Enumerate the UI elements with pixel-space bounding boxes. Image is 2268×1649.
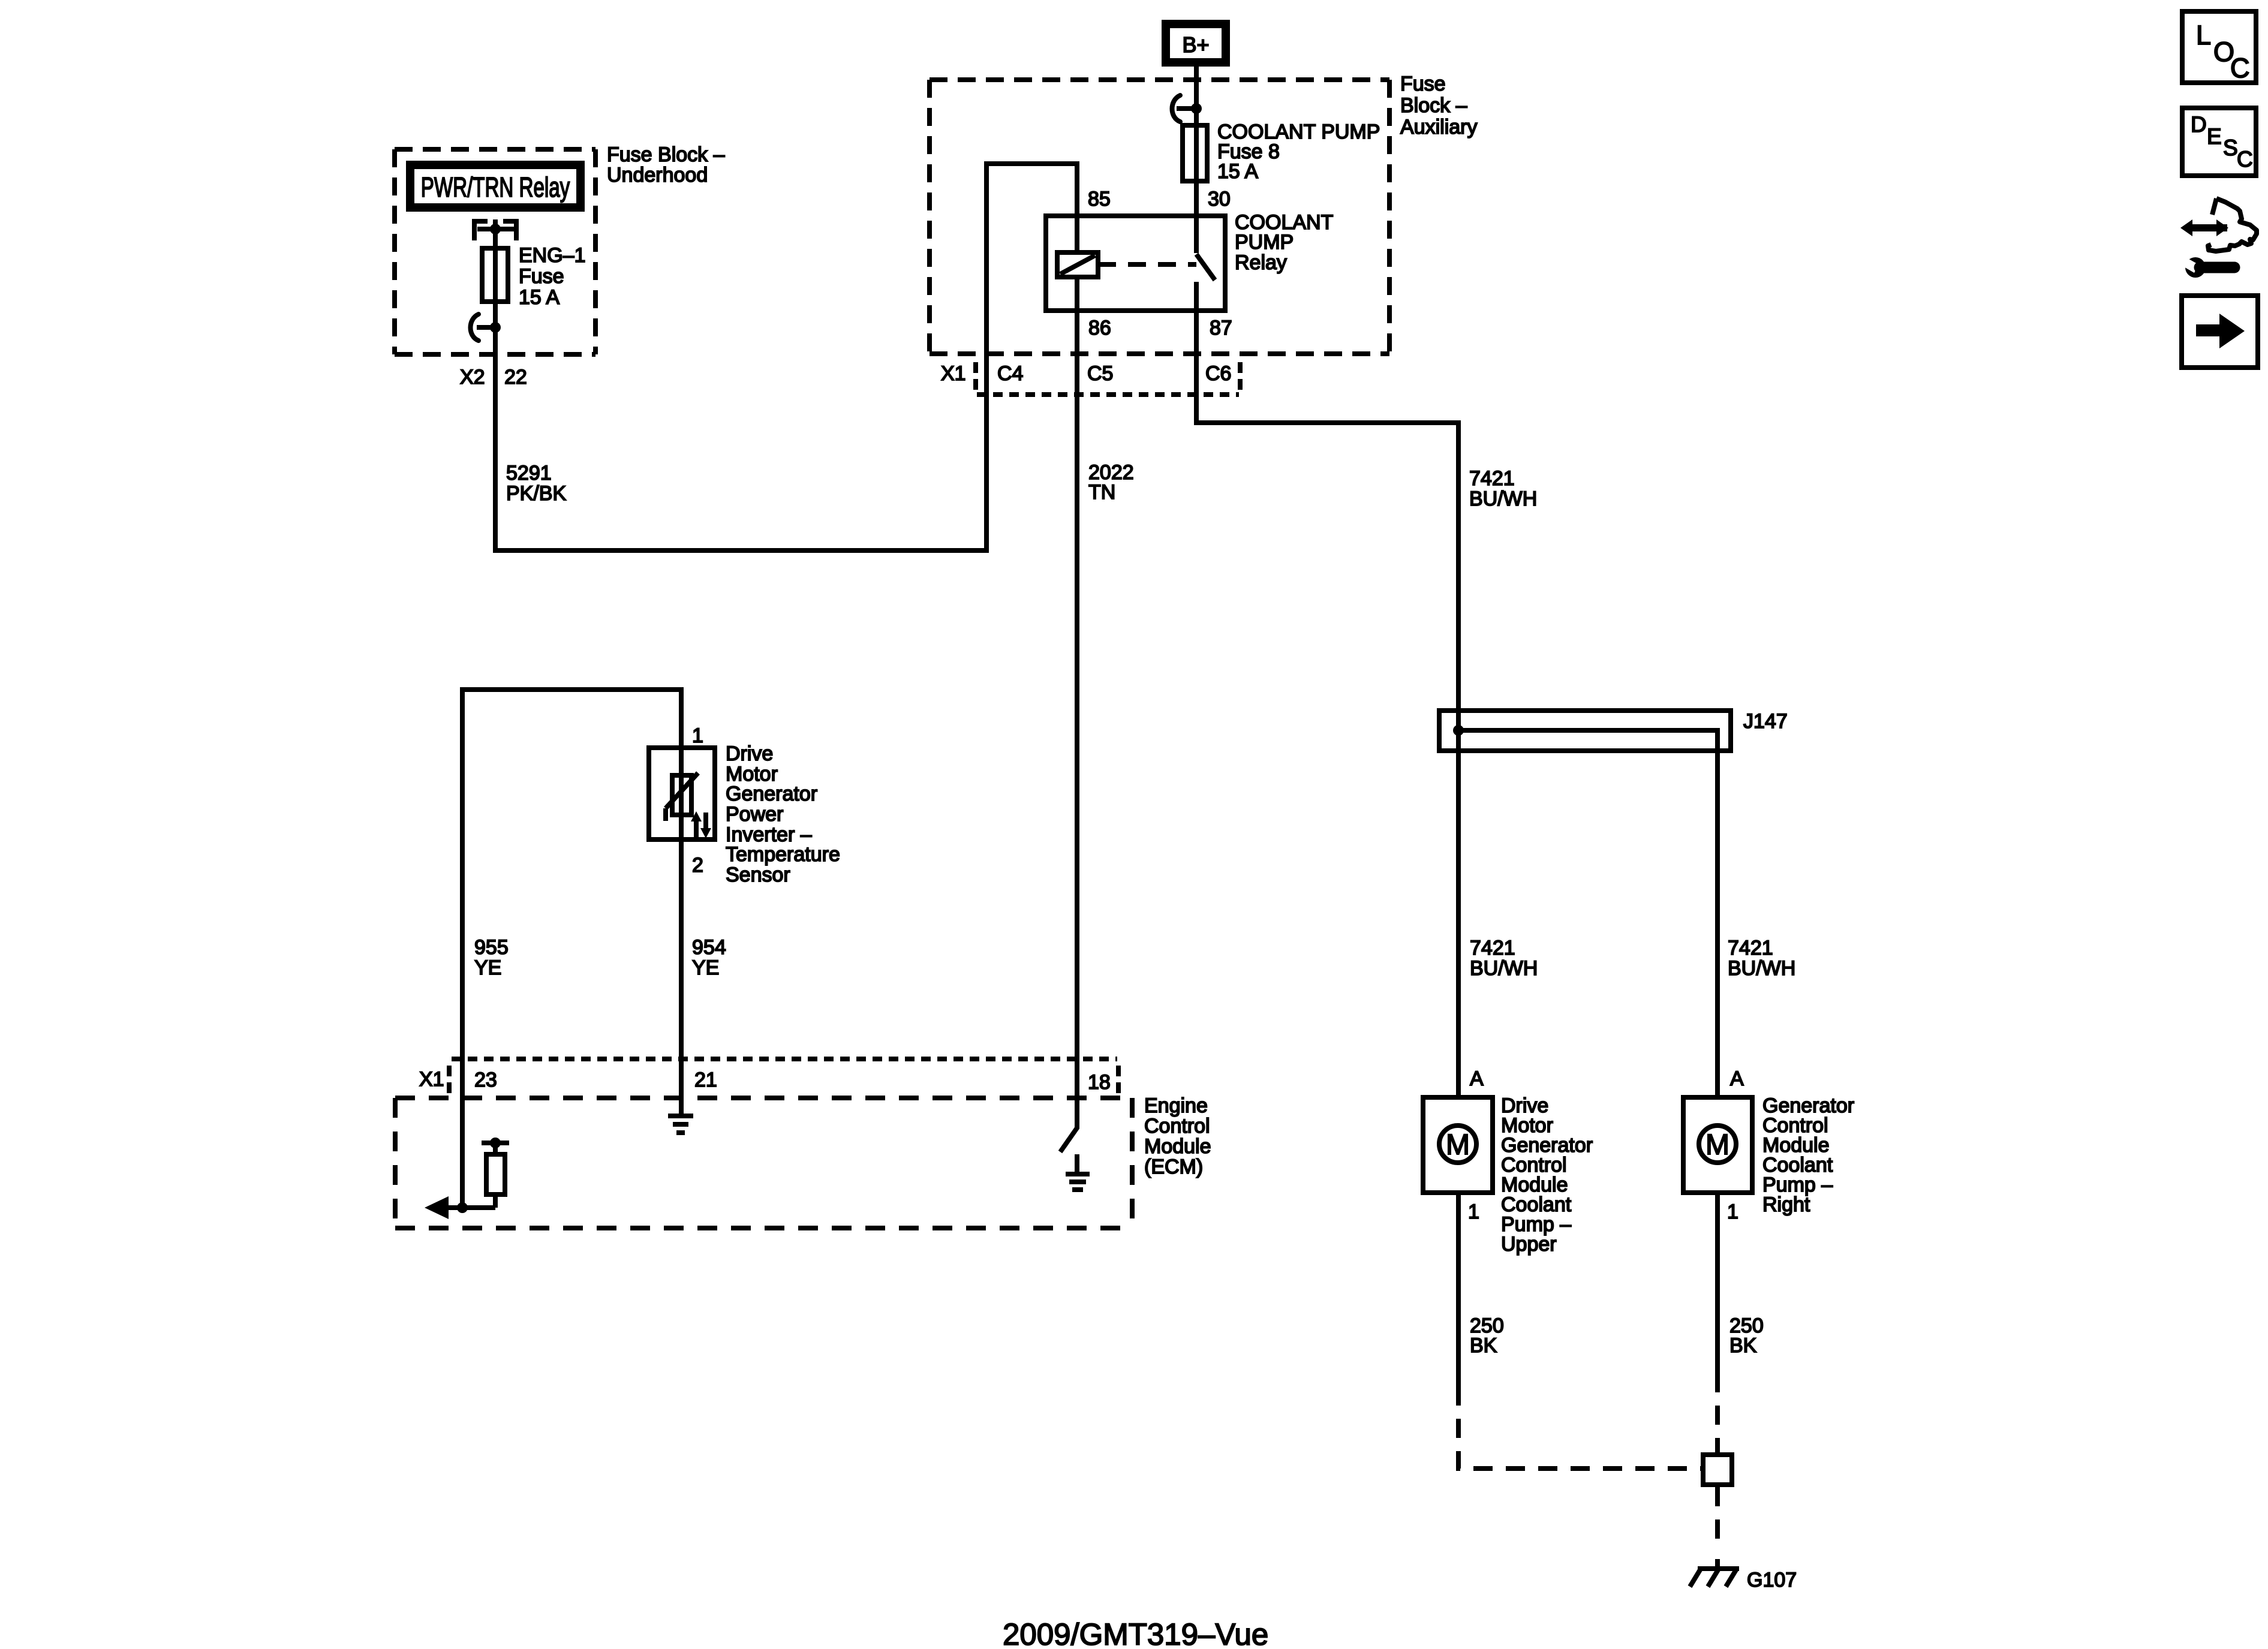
svg-text:BU/WH: BU/WH: [1469, 488, 1537, 510]
svg-text:1: 1: [692, 724, 703, 747]
svg-text:86: 86: [1088, 317, 1111, 339]
svg-text:Generator: Generator: [1762, 1094, 1854, 1117]
svg-text:ENG–1: ENG–1: [519, 244, 586, 267]
svg-text:Right: Right: [1762, 1193, 1810, 1216]
svg-text:21: 21: [694, 1069, 717, 1091]
svg-text:C: C: [2237, 147, 2253, 171]
svg-text:BK: BK: [1729, 1334, 1757, 1357]
svg-text:PWR/TRN Relay: PWR/TRN Relay: [421, 173, 570, 203]
svg-text:PUMP: PUMP: [1235, 231, 1294, 254]
svg-text:250: 250: [1470, 1314, 1504, 1337]
svg-text:Inverter –: Inverter –: [726, 823, 812, 846]
svg-text:E: E: [2207, 124, 2222, 149]
svg-text:Motor: Motor: [1501, 1114, 1553, 1137]
svg-text:Fuse: Fuse: [519, 265, 564, 288]
svg-text:Fuse: Fuse: [1400, 73, 1446, 95]
svg-text:Module: Module: [1144, 1135, 1211, 1158]
svg-text:M: M: [1705, 1129, 1729, 1161]
svg-text:Temperature: Temperature: [726, 843, 840, 866]
svg-text:L: L: [2196, 20, 2211, 50]
svg-text:7421: 7421: [1469, 467, 1515, 490]
svg-text:22: 22: [504, 366, 527, 389]
svg-text:Engine: Engine: [1144, 1094, 1208, 1117]
svg-text:Generator: Generator: [1501, 1134, 1593, 1157]
svg-text:250: 250: [1729, 1314, 1764, 1337]
svg-text:Module: Module: [1501, 1173, 1568, 1196]
svg-text:955: 955: [474, 936, 509, 959]
svg-text:Coolant: Coolant: [1762, 1154, 1833, 1176]
svg-text:B+: B+: [1182, 32, 1209, 57]
svg-text:Fuse 8: Fuse 8: [1217, 140, 1280, 163]
svg-text:30: 30: [1208, 188, 1231, 210]
svg-text:X1: X1: [419, 1068, 444, 1091]
svg-text:Pump –: Pump –: [1501, 1213, 1571, 1236]
svg-text:C5: C5: [1087, 362, 1113, 385]
svg-text:YE: YE: [692, 956, 719, 979]
svg-text:Underhood: Underhood: [607, 164, 708, 186]
svg-text:7421: 7421: [1728, 937, 1773, 959]
svg-text:TN: TN: [1088, 481, 1115, 504]
svg-text:BU/WH: BU/WH: [1470, 957, 1538, 980]
svg-text:X2: X2: [460, 366, 485, 389]
svg-text:X1: X1: [941, 362, 966, 385]
svg-text:85: 85: [1088, 188, 1111, 210]
svg-text:Control: Control: [1501, 1154, 1567, 1176]
svg-text:A: A: [1470, 1067, 1484, 1090]
svg-text:Auxiliary: Auxiliary: [1400, 116, 1477, 139]
svg-text:Drive: Drive: [1501, 1094, 1548, 1117]
svg-text:1: 1: [1468, 1200, 1479, 1223]
svg-text:Motor: Motor: [726, 763, 778, 786]
svg-text:Upper: Upper: [1501, 1233, 1557, 1256]
svg-text:D: D: [2191, 112, 2207, 137]
svg-text:Power: Power: [726, 803, 783, 826]
svg-text:Drive: Drive: [726, 742, 773, 765]
svg-text:(ECM): (ECM): [1144, 1155, 1203, 1178]
svg-text:M: M: [1446, 1129, 1470, 1161]
svg-text:2022: 2022: [1088, 461, 1134, 484]
svg-text:18: 18: [1088, 1071, 1111, 1094]
svg-text:2: 2: [692, 854, 703, 877]
svg-text:YE: YE: [474, 956, 501, 979]
svg-text:Coolant: Coolant: [1501, 1193, 1572, 1216]
svg-text:2009/GMT319–Vue: 2009/GMT319–Vue: [1003, 1617, 1268, 1649]
svg-text:COOLANT: COOLANT: [1235, 211, 1333, 234]
svg-text:C6: C6: [1205, 362, 1231, 385]
svg-text:23: 23: [474, 1069, 497, 1091]
svg-text:Control: Control: [1144, 1115, 1210, 1138]
svg-text:Module: Module: [1762, 1134, 1830, 1157]
svg-text:15 A: 15 A: [519, 286, 560, 309]
svg-text:COOLANT PUMP: COOLANT PUMP: [1217, 121, 1380, 143]
svg-text:Pump –: Pump –: [1762, 1173, 1833, 1196]
svg-text:7421: 7421: [1470, 937, 1515, 959]
svg-text:954: 954: [692, 936, 726, 959]
svg-text:Fuse Block –: Fuse Block –: [607, 143, 725, 166]
svg-text:15 A: 15 A: [1217, 160, 1258, 183]
svg-text:Block –: Block –: [1400, 94, 1467, 117]
svg-text:5291: 5291: [506, 462, 552, 485]
svg-text:C4: C4: [997, 362, 1023, 385]
svg-text:S: S: [2223, 136, 2238, 160]
svg-text:O: O: [2213, 37, 2234, 67]
svg-text:C: C: [2230, 53, 2250, 83]
svg-text:G107: G107: [1747, 1569, 1797, 1591]
svg-text:A: A: [1730, 1067, 1744, 1090]
svg-text:BU/WH: BU/WH: [1728, 957, 1795, 980]
svg-text:Generator: Generator: [726, 783, 817, 805]
svg-text:J147: J147: [1743, 710, 1788, 733]
svg-text:87: 87: [1210, 317, 1232, 339]
svg-text:Relay: Relay: [1235, 251, 1287, 274]
svg-text:PK/BK: PK/BK: [506, 482, 566, 505]
svg-text:1: 1: [1727, 1200, 1738, 1223]
svg-text:Control: Control: [1762, 1114, 1828, 1137]
svg-text:BK: BK: [1470, 1334, 1497, 1357]
svg-text:Sensor: Sensor: [726, 863, 790, 886]
